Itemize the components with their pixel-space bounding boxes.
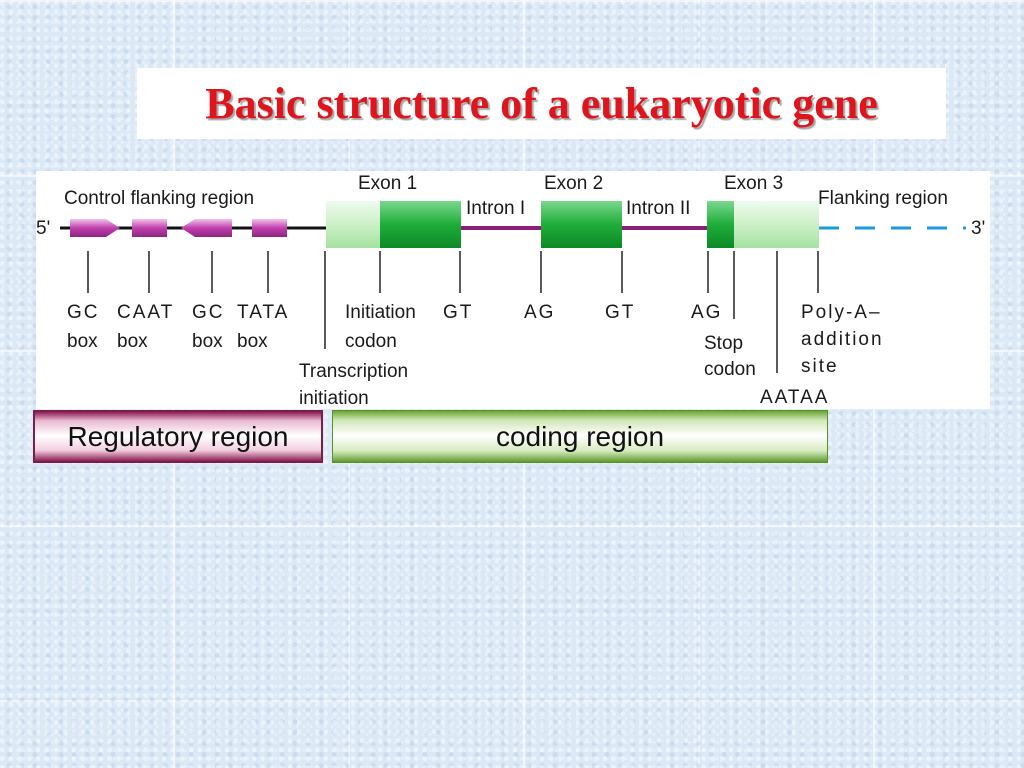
caat-box-element bbox=[132, 219, 167, 237]
gene-diagram-svg: 5' 3' Control flanking region Exon 1 Exo… bbox=[36, 173, 985, 409]
polya-site-label-1: Poly-A– bbox=[801, 302, 882, 323]
exon1-header: Exon 1 bbox=[358, 173, 417, 194]
initiation-codon-label-1: Initiation bbox=[345, 302, 416, 323]
gc-box-label-1: GC bbox=[67, 302, 100, 323]
regulatory-region-legend: Regulatory region bbox=[33, 410, 323, 463]
three-prime-label: 3' bbox=[971, 218, 985, 239]
regulatory-region-label: Regulatory region bbox=[67, 420, 289, 452]
stop-codon-label-1: Stop bbox=[704, 333, 743, 354]
gt-splice-label-2: GT bbox=[605, 302, 635, 323]
slide-title: Basic structure of a eukaryotic gene bbox=[205, 79, 878, 128]
gt-splice-label-1: GT bbox=[443, 302, 473, 323]
gc-box2-label-2: box bbox=[192, 331, 223, 352]
caat-box-label-2: box bbox=[117, 331, 148, 352]
ag-splice-label-2: AG bbox=[691, 302, 722, 323]
tata-box-label-2: box bbox=[237, 331, 268, 352]
tata-box-label-1: TATA bbox=[237, 302, 289, 323]
exon3-coding bbox=[707, 201, 734, 248]
tata-box-element bbox=[252, 219, 287, 237]
transcription-initiation-label-1: Transcription bbox=[299, 361, 408, 382]
coding-region-legend: coding region bbox=[332, 410, 828, 463]
title-box: Basic structure of a eukaryotic gene bbox=[137, 68, 946, 139]
coding-region-label: coding region bbox=[495, 420, 665, 452]
pointer-lines bbox=[87, 251, 819, 373]
exon2-header: Exon 2 bbox=[544, 173, 603, 194]
polya-site-label-2: addition bbox=[801, 329, 884, 350]
intron1-header: Intron I bbox=[466, 198, 525, 219]
flanking-region-header: Flanking region bbox=[818, 188, 948, 209]
five-prime-label: 5' bbox=[36, 218, 50, 239]
initiation-codon-label-2: codon bbox=[345, 331, 397, 352]
exon3-header: Exon 3 bbox=[724, 173, 783, 194]
exon2-coding bbox=[541, 201, 622, 248]
exon3-3utr bbox=[734, 201, 819, 248]
gc-box2-label-1: GC bbox=[192, 302, 225, 323]
caat-box-label-1: CAAT bbox=[117, 302, 174, 323]
intron2-header: Intron II bbox=[626, 198, 690, 219]
transcription-initiation-label-2: initiation bbox=[299, 388, 369, 409]
polya-site-label-3: site bbox=[801, 356, 839, 377]
ag-splice-label-1: AG bbox=[524, 302, 555, 323]
gc-box-element bbox=[70, 219, 120, 237]
gene-diagram: 5' 3' Control flanking region Exon 1 Exo… bbox=[36, 171, 990, 409]
stop-codon-label-2: codon bbox=[704, 359, 756, 380]
gc-box-reverse-element bbox=[181, 219, 232, 237]
aataa-label: AATAA bbox=[760, 387, 829, 408]
control-flanking-header: Control flanking region bbox=[64, 188, 254, 209]
gc-box-label-2: box bbox=[67, 331, 98, 352]
exon1-5utr bbox=[326, 201, 380, 248]
exon1-coding bbox=[380, 201, 461, 248]
